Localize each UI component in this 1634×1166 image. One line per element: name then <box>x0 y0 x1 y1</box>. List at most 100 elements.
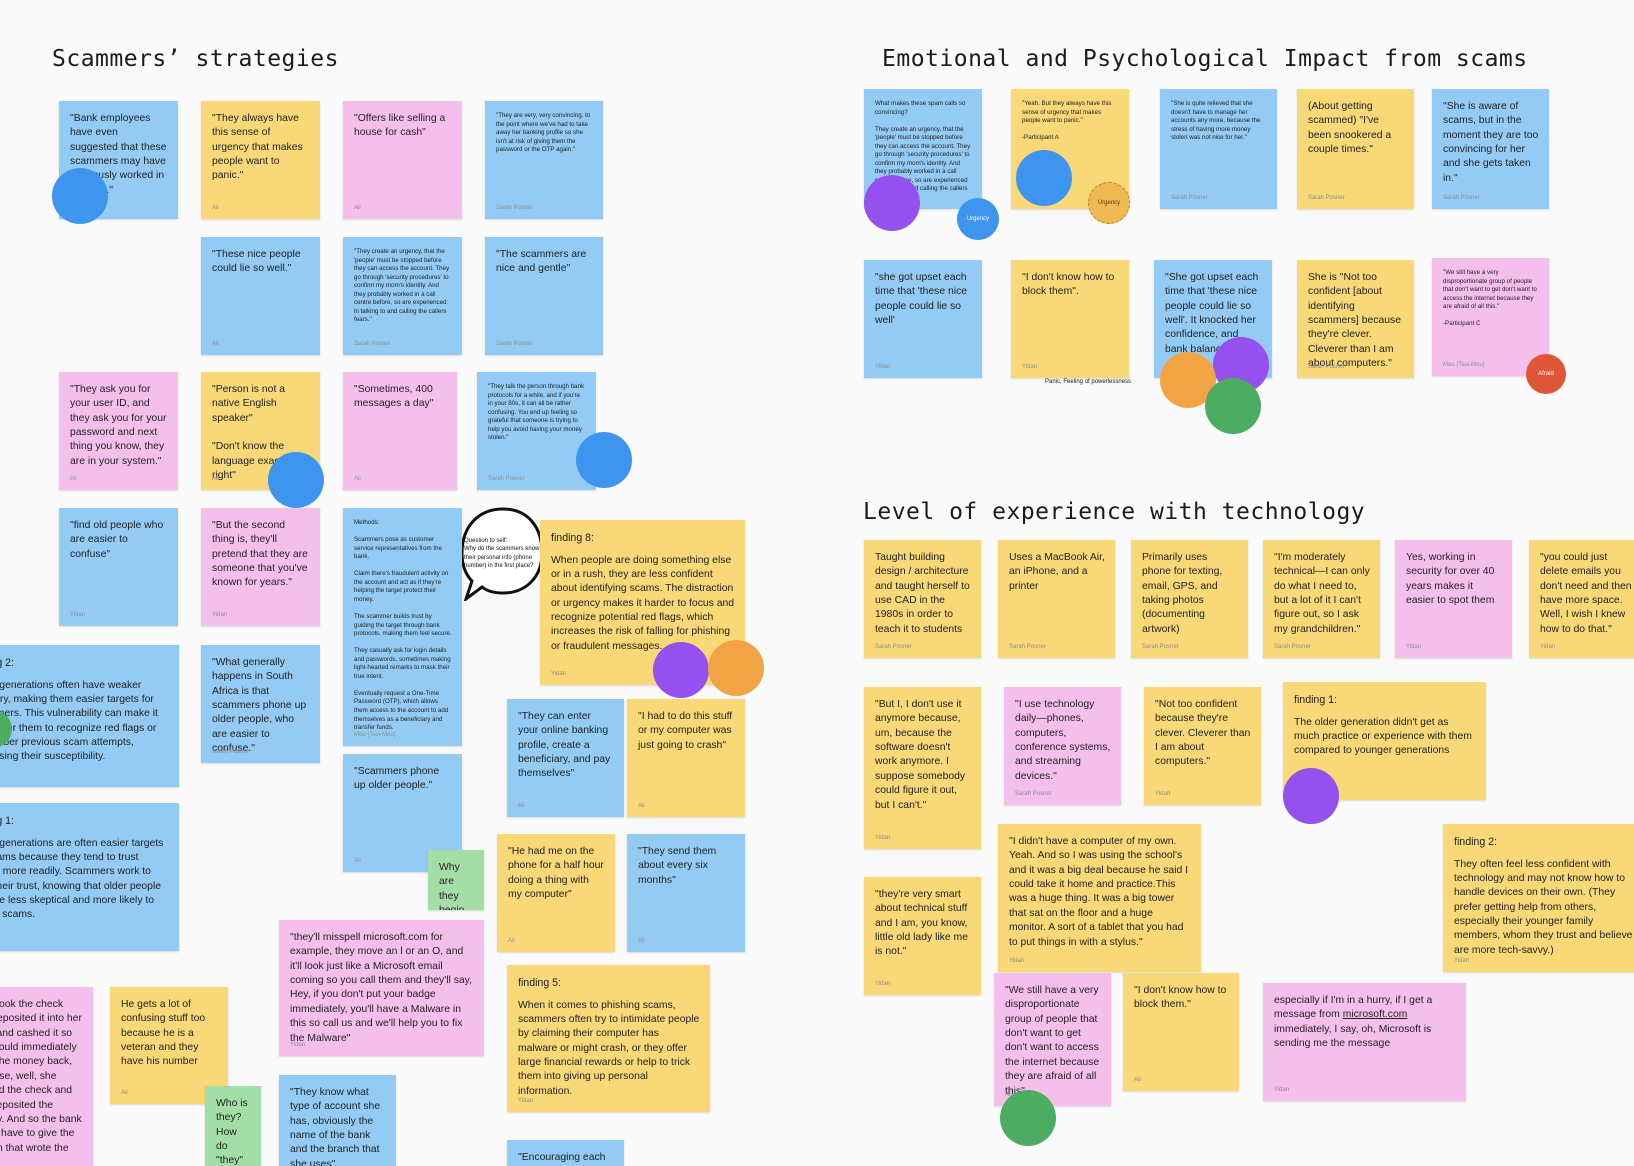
sticky-note-text: "But the second thing is, they'll preten… <box>212 520 308 589</box>
sticky-note-text: "But I, I don't use it anymore because, … <box>875 699 966 811</box>
sticky-note-50[interactable]: "Not too confident because they're cleve… <box>1144 687 1261 805</box>
sticky-note-40[interactable]: She is "Not too confident [about identif… <box>1297 260 1414 378</box>
sticky-note-46[interactable]: Yes, working in security for over 40 yea… <box>1395 540 1512 658</box>
vote-dot-blue[interactable] <box>268 452 324 508</box>
sticky-note-27[interactable]: He gets a lot of confusing stuff too bec… <box>110 987 228 1104</box>
sticky-note-2[interactable]: "They always have this sense of urgency … <box>201 101 320 219</box>
sticky-note-text: "I don't know how to block them." <box>1134 985 1227 1011</box>
vote-dot-green[interactable] <box>1000 1090 1056 1146</box>
sticky-note-text: "The scammers are nice and gentle" <box>496 249 587 275</box>
sticky-note-53[interactable]: "they're very smart about technical stuf… <box>864 877 981 995</box>
sticky-note-6[interactable]: "They create an urgency, that the 'peopl… <box>343 237 462 355</box>
sticky-note-36[interactable]: "She is aware of scams, but in the momen… <box>1432 89 1549 209</box>
sticky-note-5[interactable]: "These nice people could lie so well."Al… <box>201 237 320 355</box>
sticky-note-28[interactable]: Who is they? How do "they" have his <box>205 1086 261 1166</box>
note-author: Yidan <box>875 834 891 841</box>
vote-dot-blue[interactable] <box>957 198 999 240</box>
sticky-note-42[interactable]: Taught building design / architecture an… <box>864 540 981 658</box>
sticky-note-12[interactable]: "find old people who are easier to confu… <box>59 508 178 626</box>
sticky-note-52[interactable]: "I didn't have a computer of my own. Yea… <box>998 824 1201 972</box>
section-title-technology-experience: Level of experience with technology <box>863 499 1366 525</box>
vote-dot-gold[interactable] <box>1088 182 1130 224</box>
sticky-note-text: "Offers like selling a house for cash" <box>354 113 446 139</box>
sticky-note-25[interactable]: "they'll misspell microsoft.com for exam… <box>279 920 484 1056</box>
vote-dot-label: Urgency <box>1097 200 1121 206</box>
sticky-note-29[interactable]: "They know what type of account she has,… <box>279 1075 396 1166</box>
sticky-note-text: "We still have a very disproportionate g… <box>1443 269 1537 328</box>
sticky-note-text: "I don't know how to block them". <box>1022 272 1115 298</box>
sticky-note-4[interactable]: "They are very, very convincing, to the … <box>485 101 603 219</box>
finding-title: finding 1: <box>0 815 14 827</box>
sticky-note-49[interactable]: "I use technology daily—phones, computer… <box>1004 687 1121 805</box>
sticky-note-text: "Not too confident because they're cleve… <box>1155 699 1251 768</box>
finding-note-16[interactable]: finding 2:Older generations often have w… <box>0 645 179 787</box>
sticky-note-45[interactable]: "I'm moderately technical—I can only do … <box>1263 540 1380 658</box>
sticky-note-text: The older generation didn't get as much … <box>1294 716 1472 757</box>
note-author: Ali <box>508 937 515 944</box>
sticky-note-19[interactable]: "I had to do this stuff or my computer w… <box>627 699 745 817</box>
sticky-note-text: Methods: Scammers pose as customer servi… <box>354 519 452 732</box>
sticky-note-37[interactable]: "she got upset each time that 'these nic… <box>864 260 982 378</box>
sticky-note-11[interactable]: "They talk the person through bank proto… <box>477 372 596 490</box>
sticky-note-8[interactable]: "They ask you for your user ID, and they… <box>59 372 178 490</box>
vote-dot-blue[interactable] <box>576 432 632 488</box>
vote-dot-orange[interactable] <box>708 640 764 696</box>
sticky-note-48[interactable]: "But I, I don't use it anymore because, … <box>864 687 981 849</box>
note-author: Sarah Posner <box>488 475 525 482</box>
sticky-note-21[interactable]: Why are they begin targeted? <box>428 850 484 910</box>
vote-dot-purple[interactable] <box>864 175 920 231</box>
note-author: Ali <box>212 475 219 482</box>
note-author: Yidan <box>518 1097 534 1104</box>
sticky-note-text: Uses a MacBook Air, an iPhone, and a pri… <box>1009 552 1105 592</box>
vote-dot-purple[interactable] <box>1283 768 1339 824</box>
sticky-note-35[interactable]: (About getting scammed) "I've been snook… <box>1297 89 1414 209</box>
sticky-note-26[interactable]: "She took the check and deposited it int… <box>0 987 93 1166</box>
note-author: Yidan <box>1274 1086 1290 1093</box>
sticky-note-41[interactable]: "We still have a very disproportionate g… <box>1432 258 1549 376</box>
sticky-note-10[interactable]: "Sometimes, 400 messages a day"Ali <box>343 372 457 490</box>
sticky-note-text: Taught building design / architecture an… <box>875 552 970 635</box>
vote-dot-red[interactable] <box>1526 354 1566 394</box>
note-author: Ali <box>212 204 219 211</box>
sticky-note-31[interactable]: "Encouraging each <box>507 1140 624 1166</box>
sticky-note-47[interactable]: "you could just delete emails you don't … <box>1529 540 1634 658</box>
note-author: Sarah Posner <box>1009 643 1046 650</box>
note-author: Sarah Posner <box>496 204 533 211</box>
sticky-note-7[interactable]: "The scammers are nice and gentle"Sarah … <box>485 237 603 355</box>
sticky-note-text: "they're very smart about technical stuf… <box>875 889 968 958</box>
sticky-note-57[interactable]: especially if I'm in a hurry, if I get a… <box>1263 983 1466 1101</box>
sticky-note-13[interactable]: "But the second thing is, they'll preten… <box>201 508 320 626</box>
sticky-note-24[interactable]: "They send them about every six months"A… <box>627 834 745 952</box>
note-author: Ali <box>70 475 77 482</box>
vote-dot-blue[interactable] <box>1016 150 1072 206</box>
finding-title: finding 8: <box>551 532 594 544</box>
vote-dot-green[interactable] <box>0 710 12 748</box>
sticky-note-3[interactable]: "Offers like selling a house for cash"Al… <box>343 101 462 219</box>
sticky-note-55[interactable]: "We still have a very disproportionate g… <box>994 973 1111 1106</box>
vote-dot-green[interactable] <box>1205 378 1261 434</box>
sticky-note-38[interactable]: "I don't know how to block them".Yidan <box>1011 260 1129 378</box>
sticky-note-23[interactable]: "He had me on the phone for a half hour … <box>497 834 615 952</box>
sticky-note-text: (About getting scammed) "I've been snook… <box>1308 101 1392 156</box>
sticky-note-text: "they'll misspell microsoft.com for exam… <box>290 932 472 1044</box>
note-author: Ali <box>638 802 645 809</box>
note-author: Yidan <box>1406 643 1422 650</box>
sticky-note-14[interactable]: Methods: Scammers pose as customer servi… <box>343 508 462 746</box>
note-author: Yidan <box>70 611 86 618</box>
sticky-note-56[interactable]: "I don't know how to block them."Ali <box>1123 973 1239 1091</box>
finding-note-22[interactable]: finding 1:Older generations are often ea… <box>0 803 179 951</box>
sticky-note-43[interactable]: Uses a MacBook Air, an iPhone, and a pri… <box>998 540 1115 658</box>
sticky-note-34[interactable]: "She is quite relieved that she doesn't … <box>1160 89 1277 209</box>
sticky-note-18[interactable]: "They can enter your online banking prof… <box>507 699 624 817</box>
sticky-note-44[interactable]: Primarily uses phone for texting, email,… <box>1131 540 1248 658</box>
finding-note-30[interactable]: finding 5:When it comes to phishing scam… <box>507 965 710 1112</box>
sticky-note-17[interactable]: "What generally happens in South Africa … <box>201 645 320 763</box>
vote-dot-blue[interactable] <box>52 168 108 224</box>
sticky-note-text: Who is they? How do "they" have his <box>216 1098 248 1166</box>
sticky-note-text: Why are they begin targeted? <box>439 862 464 910</box>
vote-dot-purple[interactable] <box>653 642 709 698</box>
finding-note-54[interactable]: finding 2:They often feel less confident… <box>1443 824 1634 972</box>
sticky-note-text: "Sometimes, 400 messages a day" <box>354 384 434 410</box>
microsoft-link[interactable]: microsoft.com <box>1342 1009 1408 1021</box>
